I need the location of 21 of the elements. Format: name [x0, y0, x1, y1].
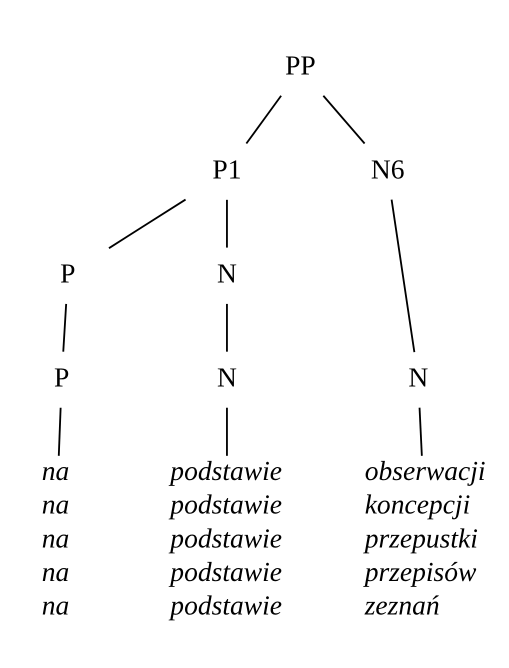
connector: [246, 95, 282, 144]
node-text: obserwacji koncepcji przepustki przepisów zeznań: [364, 455, 486, 621]
node-text: P: [60, 258, 76, 289]
node-text: na na na na na: [42, 455, 70, 621]
node-text: N: [216, 362, 237, 393]
node-text: N: [216, 258, 237, 289]
connector: [226, 408, 228, 456]
connector: [418, 408, 423, 456]
node-text: PP: [285, 49, 316, 80]
connector: [322, 95, 366, 144]
connector: [108, 198, 186, 249]
node-text: P: [54, 362, 70, 393]
node-text: P1: [212, 153, 242, 184]
connector: [226, 200, 228, 248]
connector: [58, 408, 62, 456]
connector: [62, 304, 68, 352]
node-text: podstawie podstawie podstawie podstawie podstawie: [170, 455, 282, 621]
node-text: N6: [370, 153, 404, 184]
connector: [226, 304, 228, 352]
connector: [390, 200, 416, 352]
node-text: N: [408, 362, 428, 393]
